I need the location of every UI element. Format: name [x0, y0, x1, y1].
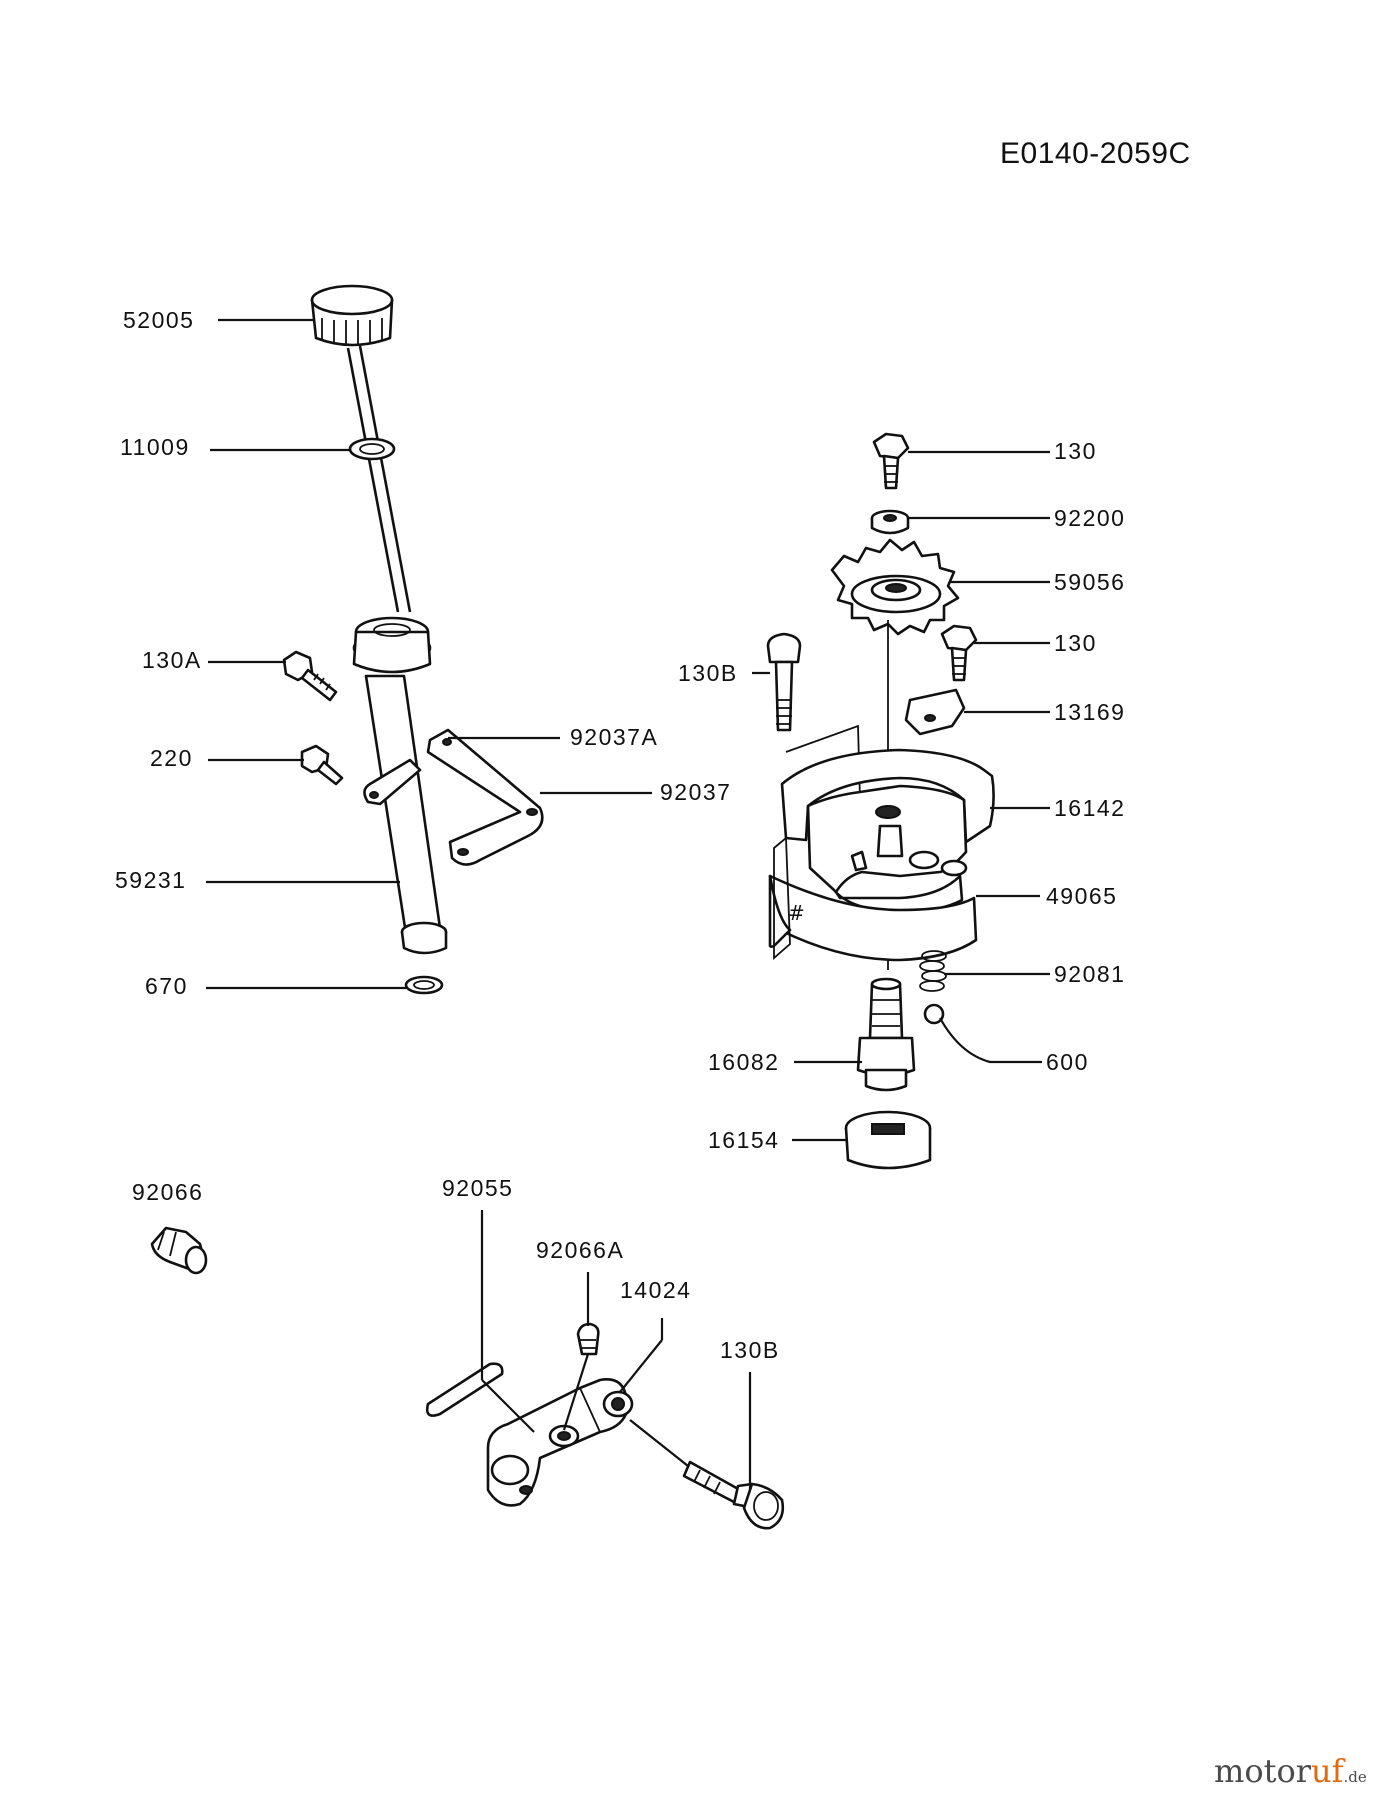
svg-text:#: #	[788, 901, 805, 925]
label-130a: 130A	[142, 647, 202, 673]
label-92037a: 92037A	[570, 724, 658, 750]
label-130b-bottom: 130B	[720, 1337, 780, 1363]
dipstick-assembly	[282, 284, 544, 995]
label-92037: 92037	[660, 779, 731, 805]
lever-assembly	[425, 1322, 785, 1530]
label-130b-left: 130B	[678, 660, 738, 686]
label-13169: 13169	[1054, 699, 1125, 725]
label-130-top: 130	[1054, 438, 1097, 464]
label-11009: 11009	[120, 434, 190, 460]
label-52005: 52005	[123, 307, 194, 333]
plug-92066	[150, 1226, 208, 1275]
label-92055: 92055	[442, 1175, 513, 1201]
label-92081: 92081	[1054, 961, 1125, 987]
label-16154: 16154	[708, 1127, 779, 1153]
label-49065: 49065	[1046, 883, 1117, 909]
label-600: 600	[1046, 1049, 1089, 1075]
watermark-logo: motoruf.de	[1214, 1752, 1367, 1790]
label-59056: 59056	[1054, 569, 1125, 595]
diagram-code: E0140-2059C	[1000, 137, 1191, 170]
oil-pump-assembly: #	[766, 432, 995, 1170]
label-130-mid: 130	[1054, 630, 1097, 656]
label-14024: 14024	[620, 1277, 691, 1303]
label-670: 670	[145, 973, 188, 999]
label-92066a: 92066A	[536, 1237, 624, 1263]
label-220: 220	[150, 745, 193, 771]
label-16082: 16082	[708, 1049, 779, 1075]
label-16142: 16142	[1054, 795, 1125, 821]
svg-text:motoruf.de: motoruf.de	[1214, 1752, 1367, 1790]
label-92066: 92066	[132, 1179, 203, 1205]
label-59231: 59231	[115, 867, 186, 893]
label-92200: 92200	[1054, 505, 1125, 531]
